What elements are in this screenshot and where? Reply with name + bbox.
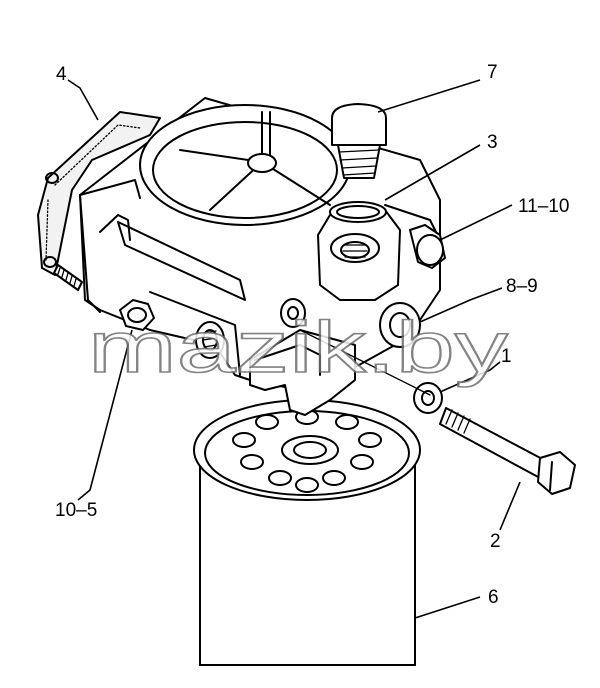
callout-11-10: 11–10	[518, 196, 569, 217]
gasket	[37, 111, 161, 276]
stud-left	[53, 264, 83, 291]
assembly-axis-line	[299, 329, 431, 396]
bolt	[439, 407, 576, 495]
o-ring	[329, 201, 387, 223]
filter-canister	[193, 399, 421, 666]
callout-2: 2	[490, 531, 501, 552]
callout-7: 7	[487, 62, 498, 83]
callout-4: 4	[56, 64, 67, 85]
watermark-text: mazik.by	[88, 308, 508, 388]
callout-3: 3	[487, 132, 498, 153]
plug-11-10	[409, 224, 446, 269]
bolt-10-5	[119, 299, 155, 331]
plug	[331, 103, 387, 179]
callout-10-5: 10–5	[55, 500, 97, 521]
filter-inlet-holes	[232, 409, 382, 493]
callout-8-9: 8–9	[506, 276, 538, 297]
callout-6: 6	[488, 587, 499, 608]
callout-labels: 4 7 3 11–10 8–9 1 10–5 2 6	[55, 62, 569, 608]
leader-lines	[67, 79, 521, 619]
callout-1: 1	[501, 346, 512, 367]
dome-spokes	[179, 111, 331, 211]
